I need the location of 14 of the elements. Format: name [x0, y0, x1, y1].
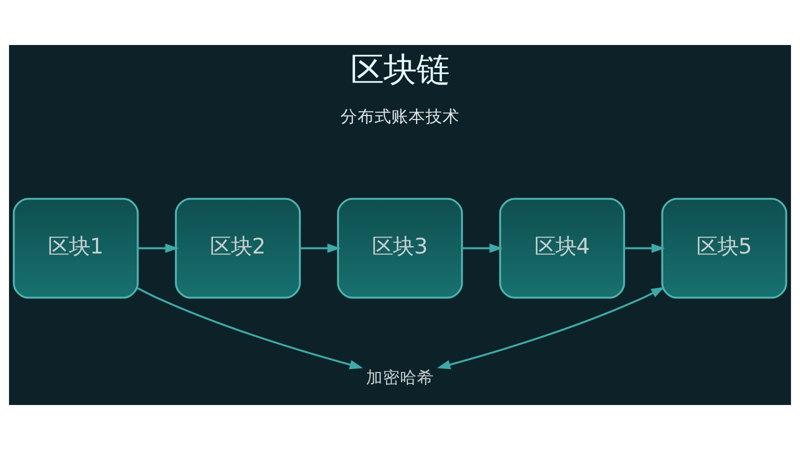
node-box: 区块1: [12, 198, 139, 299]
arrow: [624, 244, 665, 253]
label: 分布式账本技术: [340, 107, 460, 126]
arrow: [300, 244, 341, 253]
arrow: [462, 244, 503, 253]
node-box: 区块2: [174, 198, 301, 299]
node-box: 区块5: [661, 198, 788, 299]
node-text: 加密哈希: [366, 368, 434, 388]
diagram-title: 区块链: [350, 50, 450, 90]
arrow: [436, 286, 665, 370]
arrow: [138, 244, 179, 253]
node-box: 区块4: [499, 198, 626, 299]
node-box: 区块3: [337, 198, 463, 299]
arrow: [137, 287, 364, 370]
